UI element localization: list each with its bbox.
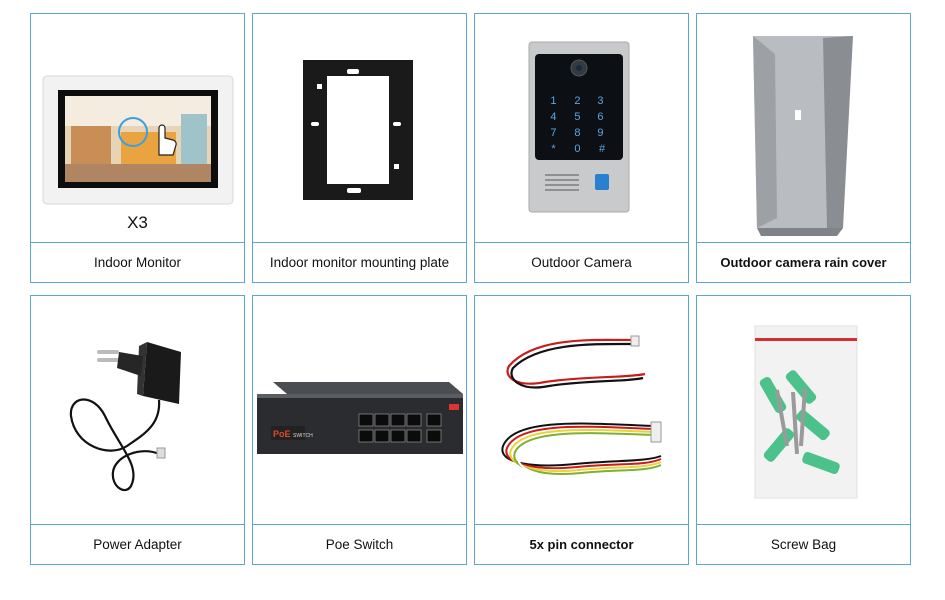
key-9: 9 [597,127,603,139]
poe-switch-icon: PoE SWITCH [253,296,466,525]
product-card-mounting-plate: Indoor monitor mounting plate [252,13,467,283]
outdoor-camera-icon: 1 2 3 4 5 6 7 8 9 * 0 # [475,14,688,243]
screw-bag-icon [697,296,910,525]
key-4: 4 [550,111,556,123]
indoor-monitor-icon [31,14,244,243]
poe-brand-sub: SWITCH [293,433,313,439]
product-card-outdoor-camera: 1 2 3 4 5 6 7 8 9 * 0 # Outdoor Camera [474,13,689,283]
caption-power-adapter: Power Adapter [31,524,244,564]
key-star: * [551,143,556,155]
product-card-power-adapter: Power Adapter [30,295,245,565]
key-1: 1 [550,95,556,107]
product-card-poe-switch: PoE SWITCH Poe Switch [252,295,467,565]
key-3: 3 [597,95,603,107]
product-card-rain-cover: Outdoor camera rain cover [696,13,911,283]
product-card-indoor-monitor: X3 Indoor Monitor [30,13,245,283]
key-hash: # [599,143,606,155]
mounting-plate-icon [253,14,466,243]
caption-pin-connector: 5x pin connector [475,524,688,564]
pin-connector-icon [475,296,688,525]
svg-text:1 2 3: 1 2 3 4 5 6 7 8 9 * 0 # [550,95,606,155]
caption-poe-switch: Poe Switch [253,524,466,564]
product-card-pin-connector: 5x pin connector [474,295,689,565]
product-card-screw-bag: Screw Bag [696,295,911,565]
caption-outdoor-camera: Outdoor Camera [475,242,688,282]
key-8: 8 [574,127,580,139]
quantity-label: X3 [127,213,148,232]
key-5: 5 [574,111,580,123]
power-adapter-icon [31,296,244,525]
caption-rain-cover: Outdoor camera rain cover [697,242,910,282]
caption-mounting-plate: Indoor monitor mounting plate [253,242,466,282]
key-7: 7 [550,127,556,139]
key-6: 6 [597,111,603,123]
key-2: 2 [574,95,580,107]
rain-cover-icon [697,14,910,243]
poe-brand-label: PoE [273,429,291,439]
key-0: 0 [574,143,580,155]
caption-screw-bag: Screw Bag [697,524,910,564]
caption-indoor-monitor: Indoor Monitor [31,242,244,282]
